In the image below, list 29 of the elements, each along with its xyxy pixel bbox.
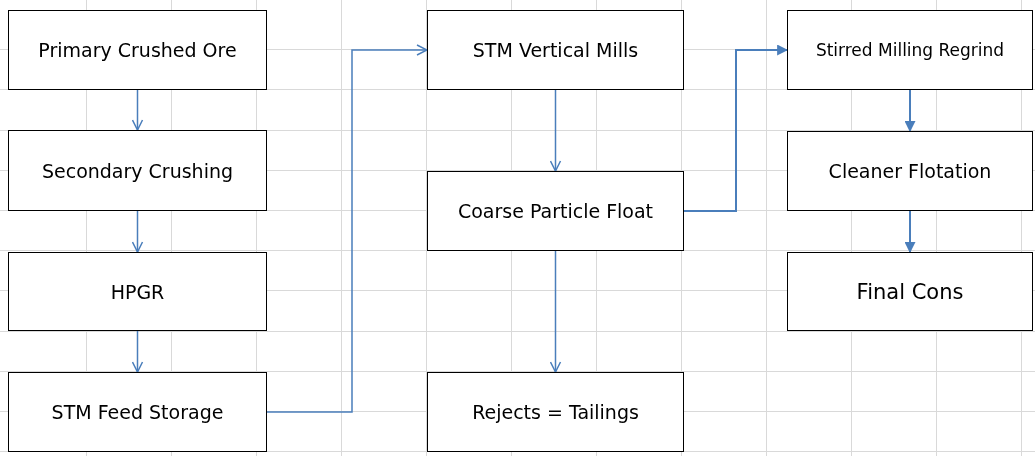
box-label: Cleaner Flotation (828, 160, 992, 182)
arrow (131, 89, 144, 131)
process-box (8, 130, 267, 211)
arrow (904, 89, 916, 133)
box-label: Primary Crushed Ore (38, 39, 237, 61)
arrow (549, 89, 562, 172)
arrow (549, 250, 562, 373)
process-box (8, 252, 267, 331)
arrow (904, 210, 916, 254)
arrow (131, 330, 144, 373)
process-box (427, 10, 684, 90)
process-box (787, 131, 1033, 211)
box-label: Final Cons (856, 279, 964, 304)
arrow (683, 44, 789, 212)
box-label: Coarse Particle Float (457, 200, 654, 222)
process-box (427, 171, 684, 251)
process-box (8, 10, 267, 90)
process-box (8, 372, 267, 452)
box-label: Rejects = Tailings (472, 401, 639, 423)
box-label: HPGR (110, 280, 165, 303)
process-box (787, 10, 1033, 90)
box-label: STM Vertical Mills (472, 39, 639, 61)
process-box (427, 372, 684, 452)
box-label: STM Feed Storage (51, 401, 224, 423)
box-label: Stirred Milling Regrind (815, 40, 1005, 60)
arrow (266, 44, 428, 413)
arrow (131, 210, 144, 253)
process-box (787, 252, 1033, 331)
box-label: Secondary Crushing (41, 159, 234, 182)
